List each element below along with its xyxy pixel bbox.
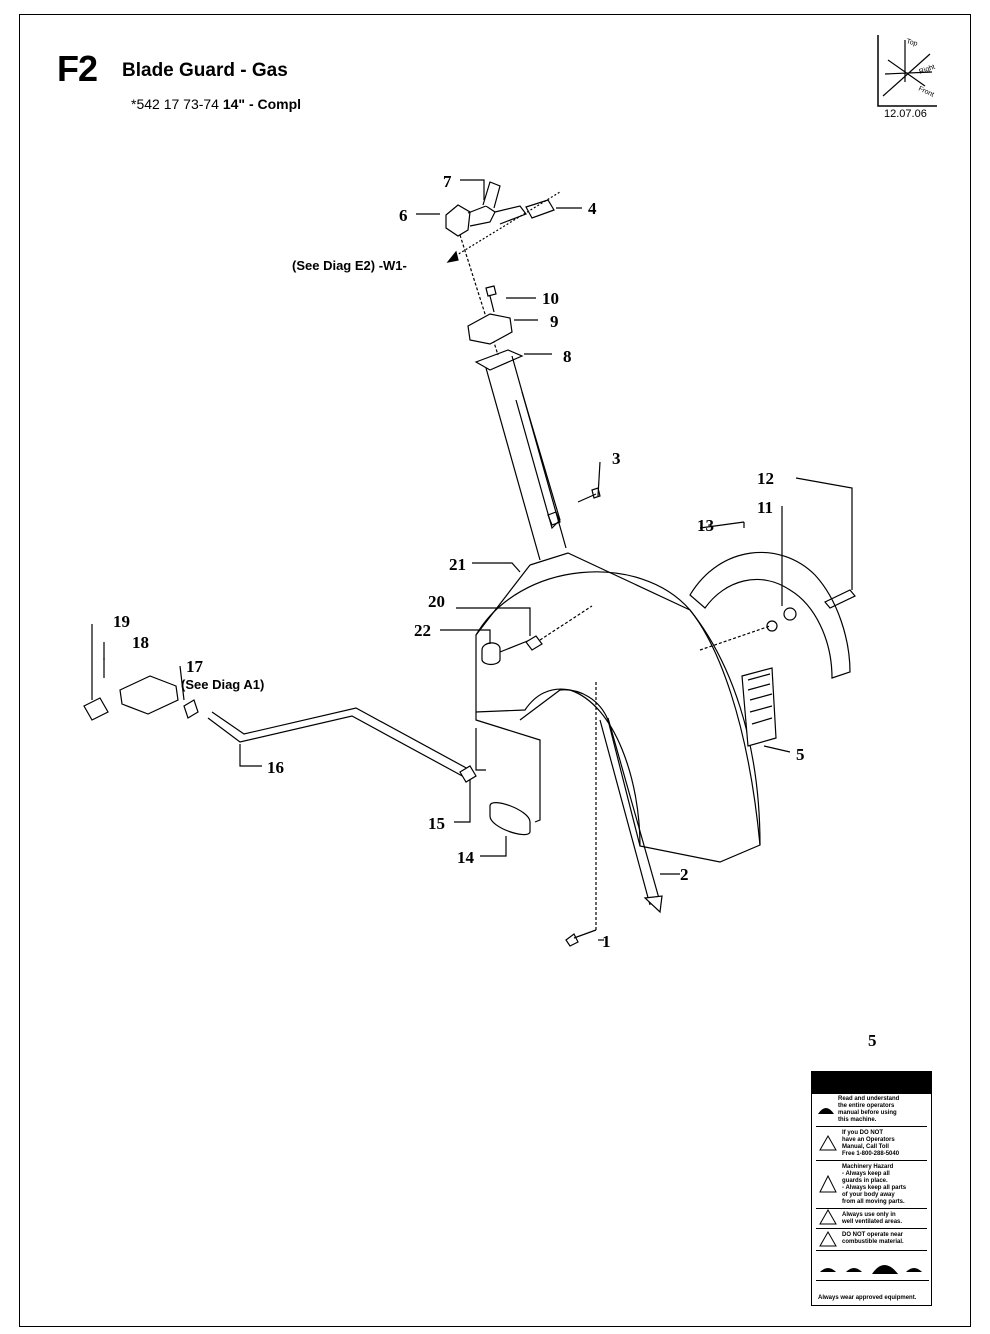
cover-axis <box>699 625 771 651</box>
callout-5-decal: 5 <box>868 1031 877 1050</box>
gasket-8 <box>474 349 524 371</box>
knob-22 <box>481 642 501 666</box>
bracket-hole <box>547 511 561 526</box>
assembly-axis <box>459 234 499 356</box>
decal-icons <box>816 1108 929 1281</box>
svg-text:Top: Top <box>905 38 918 48</box>
screw-10 <box>485 285 497 313</box>
callout-4: 4 <box>588 199 597 218</box>
water-valve-assembly <box>445 181 561 263</box>
callout-17: 17 <box>186 657 203 676</box>
svg-text:Right: Right <box>918 64 936 76</box>
callout-10: 10 <box>542 289 559 308</box>
callout-12: 12 <box>757 469 774 488</box>
callout-9: 9 <box>550 312 559 331</box>
callout-2: 2 <box>680 865 689 884</box>
callout-19: 19 <box>113 612 130 631</box>
see-diagram-e2-note: (See Diag E2) -W1- <box>292 258 407 273</box>
guard-decal-5 <box>741 667 777 747</box>
bolt-12 <box>824 589 856 609</box>
callout-7: 7 <box>443 172 452 191</box>
callout-11: 11 <box>757 498 774 517</box>
warning-decal: Read and understand the entire operators… <box>811 1071 932 1306</box>
blade-guard-body <box>475 552 761 863</box>
callout-13: 13 <box>697 516 714 535</box>
callout-14: 14 <box>457 848 474 867</box>
callout-6: 6 <box>399 206 408 225</box>
screw-1 <box>565 929 597 947</box>
callout-20: 20 <box>428 592 445 611</box>
rod-16 <box>207 707 471 779</box>
callout-3: 3 <box>612 449 621 468</box>
callout-1: 1 <box>602 932 611 951</box>
svg-text:Front: Front <box>917 85 935 98</box>
see-diagram-a1-note: (See Diag A1) <box>181 677 265 692</box>
clamp-9 <box>467 313 513 345</box>
clevis-17 <box>119 675 179 715</box>
screw-3 <box>577 487 601 503</box>
callout-15: 15 <box>428 814 445 833</box>
part-size: 14" - Compl <box>222 96 302 112</box>
sleeve-14 <box>489 802 531 836</box>
figure-title: Blade Guard - Gas <box>122 60 288 81</box>
callout-8: 8 <box>563 347 572 366</box>
nut-17b <box>183 699 199 719</box>
decal-footer: Always wear approved equipment. <box>818 1295 917 1301</box>
decal-header-bar <box>812 1072 931 1094</box>
washer-11 <box>783 607 797 621</box>
pin-19 <box>83 697 109 721</box>
tube-bracket <box>515 391 561 530</box>
callout-5: 5 <box>796 745 805 764</box>
callout-16: 16 <box>267 758 284 777</box>
callout-21: 21 <box>449 555 466 574</box>
water-tube <box>485 355 567 561</box>
part-number: *542 17 73-74 <box>131 96 219 112</box>
figure-code: F2 <box>57 48 98 89</box>
washer-11b <box>766 620 778 632</box>
orientation-axes-icon: Top Right Front <box>877 35 937 107</box>
handle-rod-2 <box>599 717 661 906</box>
revision-date: 12.07.06 <box>884 108 927 120</box>
nut-20 <box>525 635 543 651</box>
part-number-line: *542 17 73-74 14" - Compl <box>131 96 301 112</box>
callout-18: 18 <box>132 633 149 652</box>
back-cover-13 <box>689 551 851 679</box>
page-border <box>19 14 971 1327</box>
callout-22: 22 <box>414 621 431 640</box>
nut-15 <box>459 765 477 783</box>
leader-lines <box>91 179 853 941</box>
